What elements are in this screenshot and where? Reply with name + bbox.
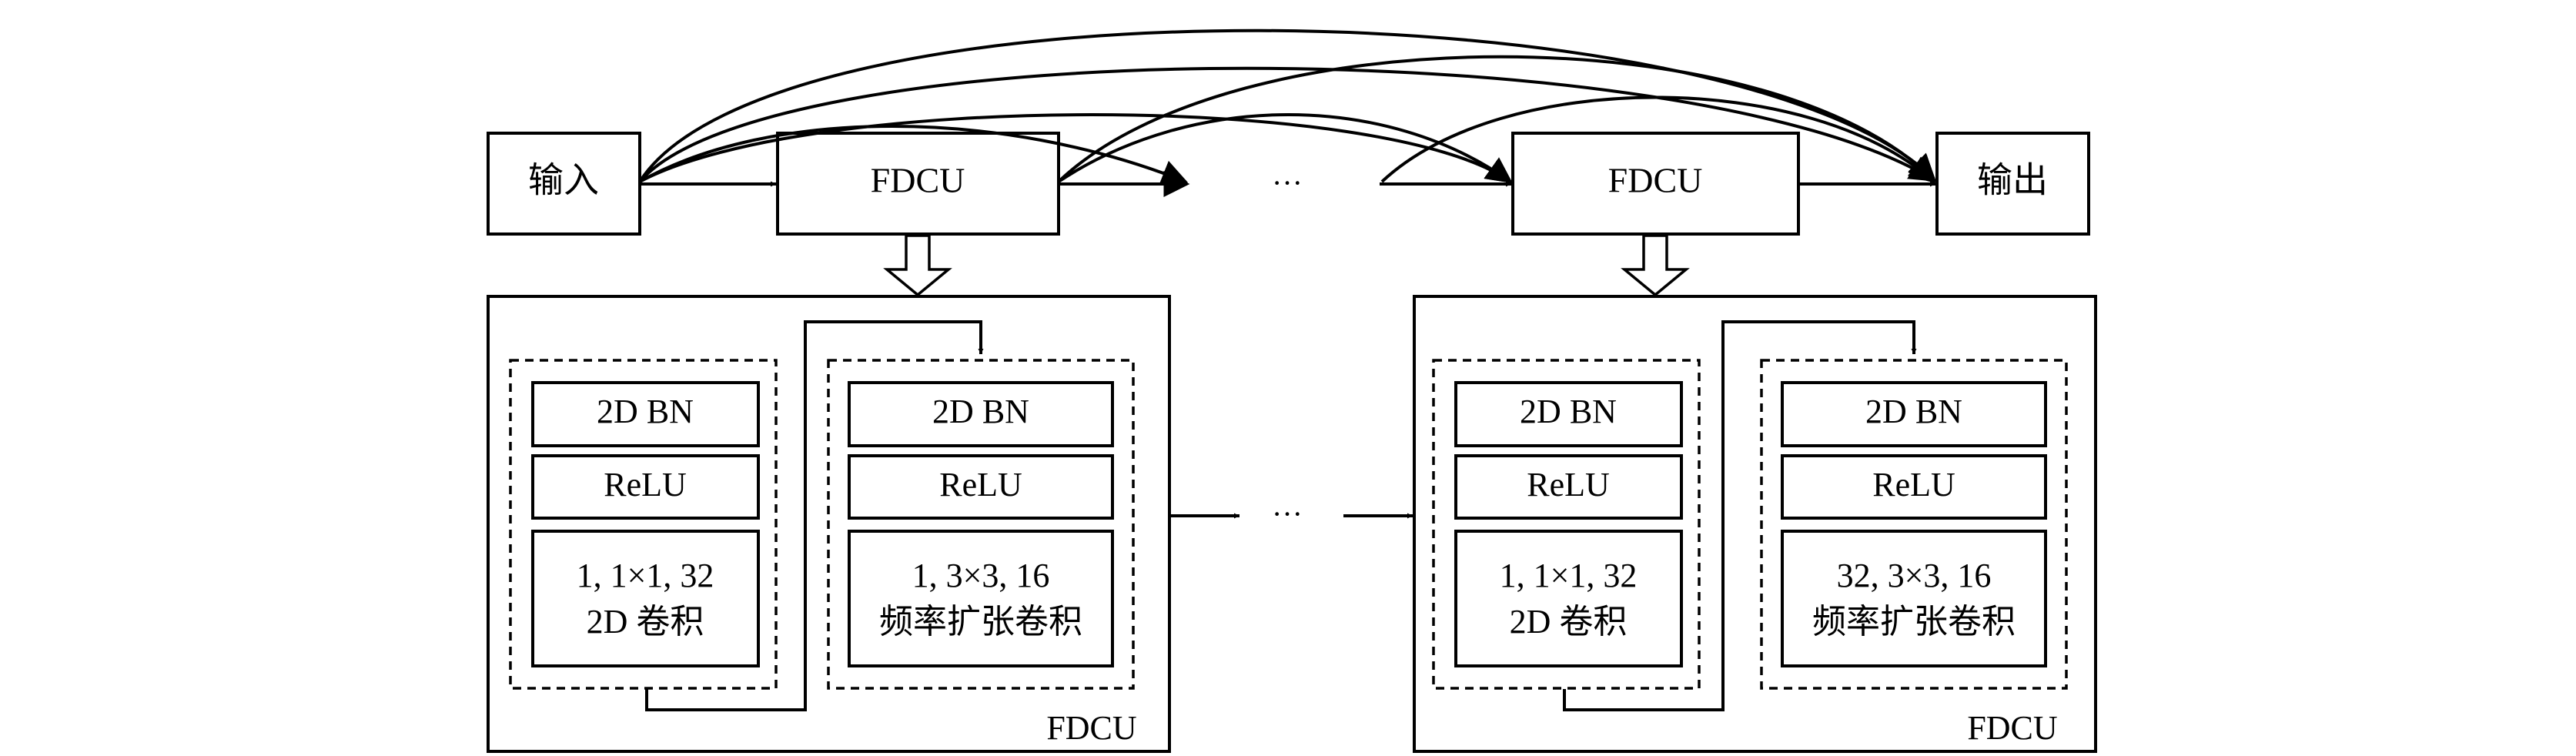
output-box: [1935, 132, 2090, 236]
skip-fdcu1-to-fdcun: [1057, 113, 1513, 183]
conv-type-right-a: 2D 卷积: [1510, 603, 1628, 641]
expand-arrow-right: [1621, 234, 1690, 297]
bn-box-right-a: [1454, 381, 1683, 447]
fdcu-unit-1-box: [776, 132, 1060, 236]
fdcu-unit-1-label: FDCU: [871, 161, 965, 200]
relu-label-right-b: ReLU: [1872, 466, 1955, 503]
skip-input-to-output-outer: [638, 28, 1936, 183]
conv-box-left-a: [531, 530, 760, 667]
conv-type-left-b: 频率扩张卷积: [879, 603, 1082, 641]
relu-box-right-b: [1781, 454, 2047, 520]
conv-params-left-a: 1, 1×1, 32: [577, 557, 714, 594]
input-label: 输入: [528, 161, 599, 200]
conv-type-right-b: 频率扩张卷积: [1812, 603, 2016, 641]
branch-b-left-group: [827, 359, 1135, 690]
conv-box-left-b: [848, 530, 1114, 667]
conv-box-right-a: [1454, 530, 1683, 667]
bypass-connector-left: [645, 320, 984, 711]
skip-ellipsis-to-output: [1380, 95, 1936, 184]
conv-box-right-b: [1781, 530, 2047, 667]
conv-params-left-b: 1, 3×3, 16: [912, 557, 1050, 594]
bn-box-right-b: [1781, 381, 2047, 447]
conv-params-right-b: 32, 3×3, 16: [1837, 557, 1992, 594]
relu-box-left-b: [848, 454, 1114, 520]
conv-params-right-a: 1, 1×1, 32: [1500, 557, 1638, 594]
branch-a-left-group: [509, 359, 778, 690]
bypass-connector-right: [1563, 320, 1917, 711]
bn-box-left-b: [848, 381, 1114, 447]
conv-type-left-a: 2D 卷积: [587, 603, 704, 641]
fdcu-detail-right-caption: FDCU: [1967, 709, 2057, 747]
bn-label-left-a: 2D BN: [597, 393, 694, 430]
branch-a-right-group: [1432, 359, 1701, 690]
relu-label-right-a: ReLU: [1527, 466, 1610, 503]
fdcu-unit-n-box: [1511, 132, 1800, 236]
skip-input-to-output-inner: [638, 66, 1936, 183]
relu-box-left-a: [531, 454, 760, 520]
branch-b-right-group: [1760, 359, 2068, 690]
output-label: 输出: [1977, 161, 2048, 200]
expand-arrow-left: [883, 234, 952, 297]
relu-label-left-a: ReLU: [604, 466, 687, 503]
relu-label-left-b: ReLU: [939, 466, 1022, 503]
skip-fdcu1-to-output: [1057, 55, 1936, 183]
input-box: [487, 132, 641, 236]
fdcu-unit-n-label: FDCU: [1608, 161, 1703, 200]
middle-ellipsis: ···: [1272, 497, 1303, 531]
bn-label-right-b: 2D BN: [1865, 393, 1962, 430]
relu-box-right-a: [1454, 454, 1683, 520]
fdcu-detail-right-panel: [1413, 295, 2097, 753]
bn-label-left-b: 2D BN: [932, 393, 1029, 430]
bn-box-left-a: [531, 381, 760, 447]
fdcu-detail-left-caption: FDCU: [1046, 709, 1136, 747]
top-ellipsis: ···: [1272, 166, 1303, 200]
bn-label-right-a: 2D BN: [1520, 393, 1617, 430]
